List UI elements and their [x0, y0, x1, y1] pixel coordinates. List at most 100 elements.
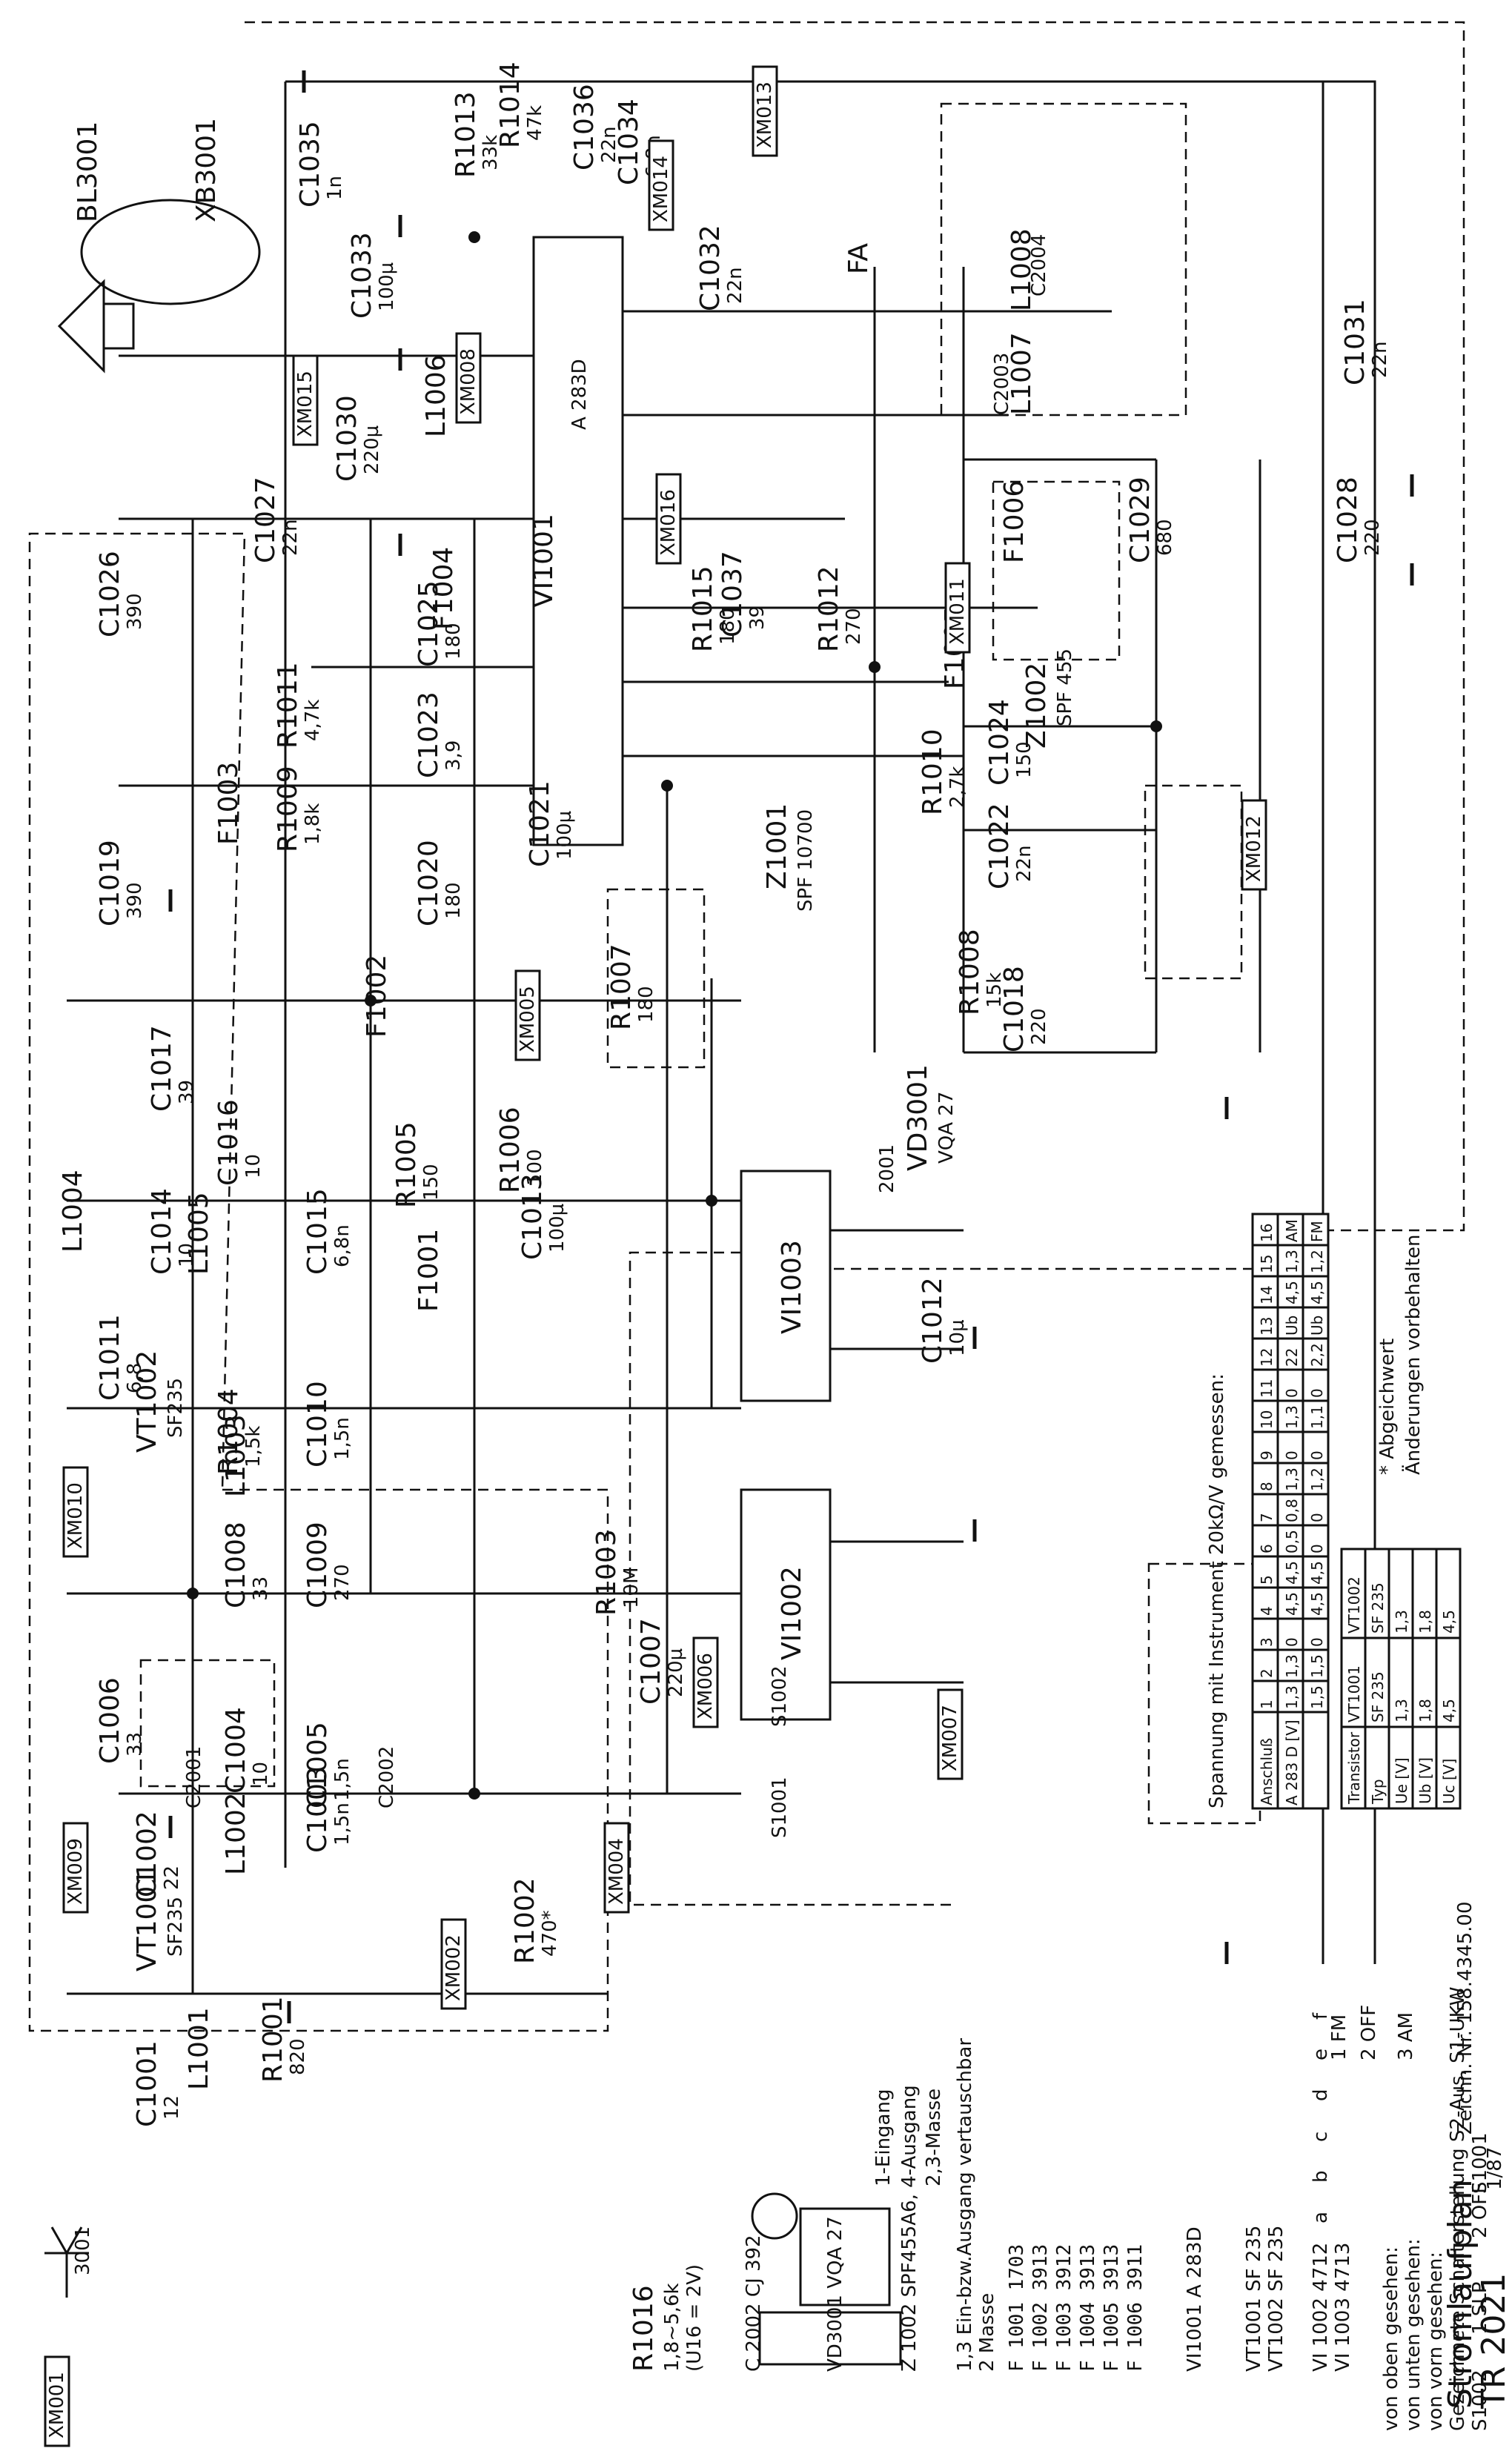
- note-switch-title: Gezeichnete Schalterstellung S2-Aus, S1-…: [1447, 1987, 1469, 2431]
- capacitor-c1019: C1019: [95, 840, 125, 926]
- if-coil-f1003: F1003: [213, 762, 244, 845]
- voltage-table-cell-border: [1276, 1213, 1304, 1247]
- voltage-table-cell-r1-c8: 1,3: [1283, 1467, 1301, 1491]
- resistor-r1010: R1010: [918, 729, 948, 815]
- note-z1002-pins: 1-Eingang: [872, 2089, 895, 2186]
- resistor-value-r1002: 470*: [539, 1910, 561, 1957]
- capacitor-value-c1004: 10: [250, 1762, 272, 1786]
- voltage-table-cell-r2-c11: 0: [1308, 1388, 1326, 1398]
- note-z-pin: 1,3 Ein-bzw.Ausgang vertauschbar: [954, 2038, 976, 2372]
- capacitor-c1021: C1021: [525, 780, 555, 867]
- ic-label-vi1003: VI1003: [777, 1240, 807, 1334]
- ic-body-vi1001: [532, 236, 624, 846]
- transistor-table-cell-r2-c1: 1,3: [1393, 1699, 1410, 1722]
- resistor-value-r1014: 47k: [524, 105, 546, 141]
- voltage-table-cell-r0-c14: 14: [1258, 1286, 1276, 1304]
- ic-body-vi1002: [740, 1488, 832, 1721]
- voltage-table-cell-r1-c10: 1,3: [1283, 1405, 1301, 1429]
- note-r1016-cond: (U16 = 2V): [683, 2264, 706, 2372]
- antenna-tp: 3001: [72, 2226, 94, 2275]
- capacitor-c1012: C1012: [918, 1277, 948, 1364]
- resistor-value-r1006: 100: [524, 1149, 546, 1186]
- voltage-table-cell-border: [1302, 1617, 1330, 1651]
- voltage-table-cell-border: [1251, 1711, 1279, 1810]
- if-coil-f1001: F1001: [414, 1229, 444, 1312]
- transistor-vt1002-type: SF235: [165, 1378, 187, 1438]
- capacitor-c1017: C1017: [147, 1025, 177, 1112]
- voltage-table-cell-r0-c1: 1: [1258, 1699, 1276, 1709]
- note-c2002: C 2002 CJ 392: [743, 2235, 765, 2372]
- transistor-table-cell-r2-c0: Ue [V]: [1393, 1757, 1410, 1804]
- voltage-table-cell-border: [1302, 1337, 1330, 1371]
- resistor-r1015: R1015: [688, 566, 718, 652]
- resistor-r1002: R1002: [510, 1877, 540, 1964]
- test-point-box-xm005: [514, 969, 541, 1061]
- resistor-value-r1009: 1,8k: [302, 803, 324, 845]
- capacitor-value-c1010: 1,5n: [331, 1417, 354, 1460]
- voltage-table-cell-r1-c9: 0: [1283, 1450, 1301, 1460]
- variable-cap-c2004: C2004: [1028, 234, 1050, 296]
- inductor-l1003: L1003: [221, 1414, 251, 1497]
- resistor-value-r1007: 180: [635, 986, 657, 1023]
- inductor-l1004: L1004: [58, 1170, 88, 1253]
- voltage-table-cell-border: [1276, 1679, 1304, 1714]
- capacitor-value-c1013: 100µ: [546, 1204, 568, 1253]
- voltage-table-cell-r2-c2: 1,5: [1308, 1654, 1326, 1678]
- capacitor-value-c1017: 39: [176, 1080, 198, 1104]
- voltage-table-cell-r0-c16: 16: [1258, 1224, 1276, 1242]
- voltage-table-cell-r1-c1: 1,3: [1283, 1685, 1301, 1709]
- note-voltage-title: Spannung mit Instrument 20kΩ/V gemessen:: [1206, 1373, 1228, 1808]
- fa-label: FA: [843, 243, 874, 274]
- capacitor-value-c1007: 220µ: [665, 1648, 687, 1697]
- schematic-date: 1/87: [1484, 2147, 1506, 2190]
- capacitor-c1029: C1029: [1125, 477, 1155, 563]
- ic-type-vi1001: A 283D: [568, 359, 591, 430]
- transistor-table-cell-border: [1364, 1548, 1390, 1639]
- switch-position-3: 1 FM: [1328, 2014, 1350, 2060]
- capacitor-value-c1037: 39: [746, 606, 769, 630]
- voltage-table-cell-r1-c16: AM: [1283, 1219, 1301, 1242]
- capacitor-value-c1018: 220: [1028, 1008, 1050, 1045]
- wiring: [28, 21, 1465, 2366]
- transistor-table-cell-border: [1411, 1548, 1438, 1639]
- test-point-xm011: XM011: [946, 578, 969, 645]
- voltage-table-cell-border: [1276, 1337, 1304, 1371]
- voltage-table-cell-border: [1251, 1493, 1279, 1527]
- transistor-table-cell-border: [1435, 1725, 1462, 1810]
- voltage-table-cell-r2-c12: 2,2: [1308, 1343, 1326, 1367]
- test-point-xm013: XM013: [754, 82, 776, 148]
- resistor-r1007: R1007: [606, 943, 637, 1030]
- voltage-table-cell-border: [1302, 1399, 1330, 1433]
- transistor-table-cell-r4-c0: Uc [V]: [1440, 1759, 1458, 1804]
- capacitor-c1025: C1025: [414, 580, 444, 667]
- resistor-value-r1008: 15k: [984, 972, 1006, 1008]
- capacitor-value-c1008: 33: [250, 1576, 272, 1601]
- inductor-l1002: L1002: [221, 1792, 251, 1875]
- capacitor-c1010: C1010: [302, 1381, 333, 1467]
- voltage-table-cell-border: [1302, 1493, 1330, 1527]
- filter-z1002: Z1002: [1021, 663, 1052, 749]
- if-coil-f1002: F1002: [362, 955, 392, 1038]
- capacitor-c1028: C1028: [1333, 477, 1363, 563]
- note-r1016-values: 1,8~5,6k: [661, 2283, 683, 2372]
- test-point-box-xm013: [752, 65, 778, 157]
- test-point-xm006: XM006: [694, 1653, 717, 1719]
- resistor-value-r1010: 2,7k: [946, 766, 969, 808]
- note-f-line-1: F 1001 1703: [1006, 2244, 1028, 2372]
- capacitor-value-c1021: 100µ: [554, 811, 576, 860]
- capacitor-value-c1023: 3,9: [442, 740, 465, 771]
- filter-z1001: Z1001: [762, 803, 792, 889]
- inductor-l1001: L1001: [184, 2007, 214, 2090]
- resistor-value-r1012: 270: [843, 608, 865, 645]
- capacitor-c1037: C1037: [717, 551, 748, 637]
- voltage-table-cell-r1-c13: Ub: [1283, 1316, 1301, 1336]
- variable-cap-c2002: C2002: [376, 1746, 398, 1808]
- transistor-vt1001: VT1001: [132, 1869, 162, 1971]
- variable-cap-c2001: C2001: [183, 1746, 205, 1808]
- transistor-table-cell-border: [1387, 1636, 1414, 1728]
- capacitor-value-c1002: 22: [161, 1865, 183, 1890]
- transistor-table-cell-border: [1387, 1548, 1414, 1639]
- voltage-table-cell-r0-c0: Anschluß: [1258, 1738, 1276, 1805]
- resistor-r1001: R1001: [258, 1996, 288, 2083]
- voltage-table-cell-r2-c5: 4,5: [1308, 1561, 1326, 1585]
